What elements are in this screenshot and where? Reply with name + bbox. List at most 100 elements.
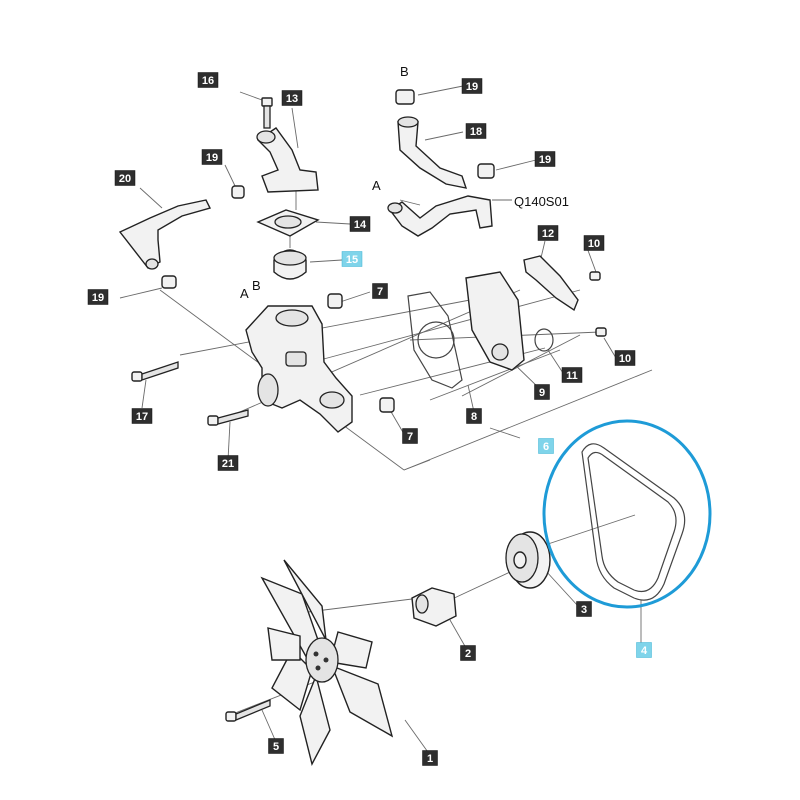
callout-badge-13: 13 — [281, 90, 303, 106]
callout-box — [422, 750, 438, 766]
callout-box — [281, 90, 303, 106]
bolt-10-icon — [589, 271, 607, 337]
callout-number: 4 — [641, 645, 648, 657]
callout-box — [131, 408, 153, 424]
callout-box — [349, 216, 371, 232]
callout-number: 19 — [92, 292, 104, 304]
callout-badge-11: 11 — [561, 367, 583, 383]
callout-box — [534, 151, 556, 167]
callout-number: 15 — [346, 254, 358, 266]
callout-badge-3: 3 — [576, 601, 592, 617]
pulley-3-icon — [505, 531, 551, 589]
callout-badge-19: 19 — [87, 289, 109, 305]
callout-number: 12 — [542, 228, 554, 240]
callout-badge-8: 8 — [466, 408, 482, 424]
callout-badge-21: 21 — [217, 455, 239, 471]
callout-badge-4: 4 — [636, 642, 652, 658]
callout-box — [537, 225, 559, 241]
bolt-16-icon — [261, 97, 273, 129]
callout-box — [534, 384, 550, 400]
callout-number: 13 — [286, 93, 298, 105]
callout-badge-10: 10 — [583, 235, 605, 251]
callout-badge-14: 14 — [349, 216, 371, 232]
callout-number: 19 — [539, 154, 551, 166]
callout-number: 8 — [471, 411, 477, 423]
thermostat-housing-13-icon — [256, 127, 319, 193]
callout-badge-19: 19 — [201, 149, 223, 165]
sleeve-7-icon — [327, 293, 395, 413]
callout-box — [114, 170, 136, 186]
callout-badge-6: 6 — [538, 438, 554, 454]
callout-badge-7: 7 — [372, 283, 388, 299]
callout-badge-2: 2 — [460, 645, 476, 661]
callout-box — [197, 72, 219, 88]
callout-badge-16: 16 — [197, 72, 219, 88]
leader-lines — [119, 85, 653, 756]
callout-badge-17: 17 — [131, 408, 153, 424]
callout-box — [201, 149, 223, 165]
water-pump-icon — [245, 305, 353, 433]
ref-label-b-top: B — [400, 64, 409, 79]
callout-number: 6 — [543, 441, 549, 453]
callout-number: 17 — [136, 411, 148, 423]
callout-number: 19 — [206, 152, 218, 164]
callout-box — [576, 601, 592, 617]
fan-1-icon — [260, 559, 394, 766]
callout-box — [402, 428, 418, 444]
callout-box — [614, 350, 636, 366]
bolt-5-icon — [225, 699, 271, 722]
part-code-label: Q140S01 — [514, 194, 569, 209]
callout-number: 7 — [377, 286, 383, 298]
bracket-12-icon — [523, 255, 579, 312]
callout-badge-20: 20 — [114, 170, 136, 186]
callout-badge-5: 5 — [268, 738, 284, 754]
hose-18-icon — [397, 116, 468, 189]
gasket-14-icon — [256, 209, 320, 237]
callout-box — [341, 251, 363, 267]
callout-badge-18: 18 — [465, 123, 487, 139]
clamp-19-icon — [161, 89, 495, 289]
callout-box — [217, 455, 239, 471]
ref-label-b-pump: B — [252, 278, 261, 293]
callout-number: 2 — [465, 648, 471, 660]
ref-label-a-hose: A — [372, 178, 381, 193]
callout-box — [460, 645, 476, 661]
callout-number: 1 — [427, 753, 433, 765]
callout-box — [583, 235, 605, 251]
callout-number: 16 — [202, 75, 214, 87]
bolt-17-icon — [131, 361, 179, 382]
callout-badge-19: 19 — [461, 78, 483, 94]
thermostat-15-icon — [273, 249, 307, 280]
callout-number: 9 — [539, 387, 545, 399]
callout-box — [87, 289, 109, 305]
callout-number: 20 — [119, 173, 131, 185]
gasket-8-icon — [407, 291, 463, 389]
callout-number: 5 — [273, 741, 279, 753]
oring-11-icon — [534, 328, 554, 352]
hose-q140s01-icon — [387, 195, 493, 237]
bolt-21-icon — [207, 409, 249, 426]
callout-badge-15: 15 — [341, 251, 363, 267]
callout-number: 3 — [581, 604, 587, 616]
callout-badge-9: 9 — [534, 384, 550, 400]
callout-box — [636, 642, 652, 658]
callout-number: 14 — [354, 219, 367, 231]
callout-box — [561, 367, 583, 383]
callout-badge-1: 1 — [422, 750, 438, 766]
callout-box — [372, 283, 388, 299]
ref-label-a-pump: A — [240, 286, 249, 301]
callout-badge-7: 7 — [402, 428, 418, 444]
callout-box — [461, 78, 483, 94]
callout-number: 19 — [466, 81, 478, 93]
hose-20-icon — [118, 199, 212, 270]
vbelt-4-icon — [581, 443, 686, 601]
callout-badge-10: 10 — [614, 350, 636, 366]
highlight-ring — [542, 419, 712, 609]
callout-number: 21 — [222, 458, 234, 470]
callout-box — [465, 123, 487, 139]
plate-9-icon — [465, 271, 525, 371]
callout-number: 10 — [619, 353, 631, 365]
callout-number: 7 — [407, 431, 413, 443]
callout-badge-12: 12 — [537, 225, 559, 241]
